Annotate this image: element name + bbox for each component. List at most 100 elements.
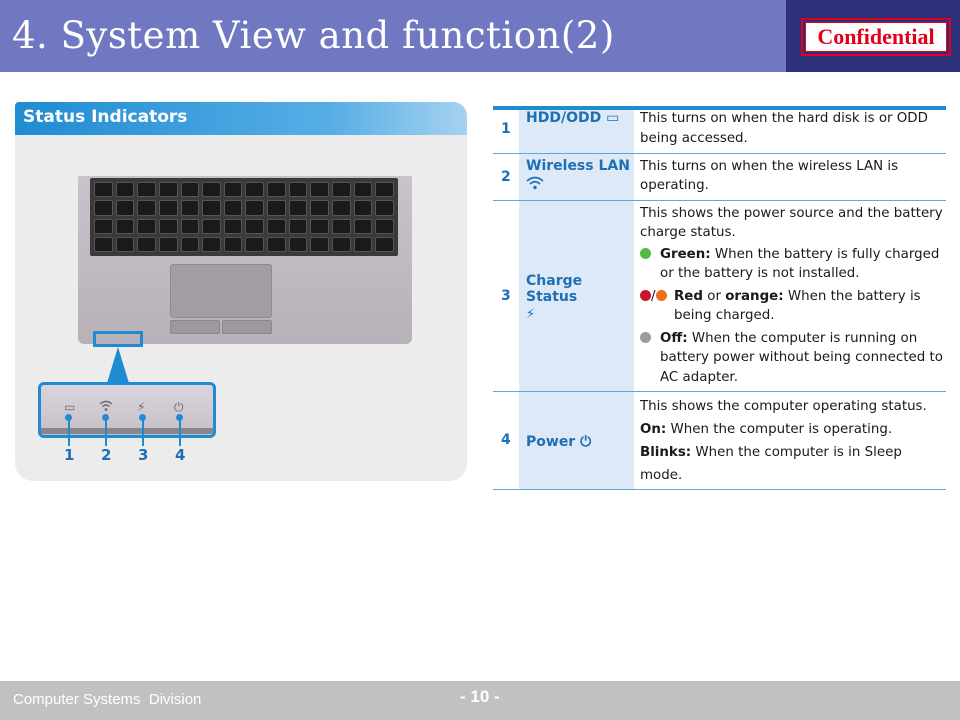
charge-intro: This shows the power source and the batt… — [640, 205, 943, 241]
indicator-highlight-box — [93, 331, 143, 347]
keyboard-key — [375, 200, 394, 216]
leader-dot-1 — [65, 414, 72, 421]
wireless-icon — [526, 176, 630, 194]
keyboard-key — [245, 236, 265, 252]
keyboard-key — [375, 236, 394, 252]
keyboard-key — [137, 218, 156, 234]
keyboard-key — [137, 182, 156, 198]
indicator-zoom-strip — [41, 428, 213, 434]
on-text: When the computer is operating. — [670, 421, 893, 437]
keyboard-key — [202, 218, 221, 234]
keyboard-key — [353, 200, 373, 216]
confidential-label: Confidential — [805, 22, 947, 52]
keyboard-key — [115, 182, 135, 198]
panel-header: Status Indicators — [15, 102, 467, 135]
leader-dot-4 — [176, 414, 183, 421]
bullet-text: When the battery is being charged. — [674, 288, 921, 324]
keyboard-key — [158, 236, 178, 252]
keyboard-key — [180, 200, 200, 216]
row-name: Power ⏻ — [519, 391, 634, 490]
keyboard-key — [137, 200, 156, 216]
row-description: This shows the power source and the batt… — [634, 200, 946, 392]
leader-line-2 — [105, 418, 107, 446]
leader-line-1 — [68, 418, 70, 446]
keyboard-key — [332, 236, 351, 252]
power-intro: This shows the computer operating status… — [640, 398, 927, 414]
keyboard-key — [332, 182, 351, 198]
callout-number-2: 2 — [101, 446, 112, 464]
leader-line-3 — [142, 418, 144, 446]
keyboard-key — [288, 200, 308, 216]
row-number: 2 — [493, 153, 519, 201]
bullet-label: orange: — [725, 288, 784, 304]
keyboard-key — [202, 236, 221, 252]
off-led-icon — [640, 331, 651, 343]
keyboard-key — [288, 236, 308, 252]
list-item: / Red or orange: When the battery is bei… — [640, 287, 944, 326]
touchpad-left-button — [170, 320, 220, 334]
keyboard-key — [375, 182, 394, 198]
red-led-icon — [640, 289, 651, 301]
hdd-icon: ▭ — [606, 110, 620, 126]
keyboard-key — [158, 200, 178, 216]
callout-number-4: 4 — [175, 446, 186, 464]
table-top-rule — [493, 106, 946, 110]
keyboard-key — [267, 200, 286, 216]
bullet-label: Off: — [660, 330, 688, 346]
confidential-stamp: Confidential — [801, 18, 951, 56]
slide-footer: Computer Systems Division - 10 - — [0, 681, 960, 720]
table-row: 3 Charge Status ⚡ This shows the power s… — [493, 200, 946, 392]
keyboard-key — [332, 200, 351, 216]
keyboard-key — [94, 218, 113, 234]
keyboard-key — [180, 218, 200, 234]
keyboard-key — [137, 236, 156, 252]
footer-division: Computer Systems Division — [13, 691, 202, 708]
keyboard-key — [245, 200, 265, 216]
keyboard-key — [115, 200, 135, 216]
touchpad-right-button — [222, 320, 272, 334]
keyboard-key — [202, 182, 221, 198]
charge-icon: ⚡ — [526, 307, 536, 322]
blinks-label: Blinks: — [640, 444, 692, 460]
row-name-label: Wireless LAN — [526, 157, 630, 174]
table-row: 1 HDD/ODD ▭ This turns on when the hard … — [493, 106, 946, 154]
leader-dot-3 — [139, 414, 146, 421]
keyboard-key — [115, 218, 135, 234]
row-name: Wireless LAN — [519, 153, 634, 201]
keyboard-key — [310, 200, 330, 216]
power-icon: ⏻ — [580, 434, 592, 450]
keyboard-key — [245, 218, 265, 234]
bullet-text: When the computer is running on battery … — [660, 330, 943, 385]
keyboard-key — [158, 182, 178, 198]
list-item: Green: When the battery is fully charged… — [640, 245, 944, 284]
row-name: Charge Status ⚡ — [519, 200, 634, 392]
bullet-label: Green: — [660, 246, 711, 262]
charge-icon: ⚡ — [137, 400, 146, 414]
keyboard-key — [223, 182, 243, 198]
table-row: 4 Power ⏻ This shows the computer operat… — [493, 391, 946, 490]
row-number: 1 — [493, 106, 519, 154]
keyboard-key — [180, 182, 200, 198]
keyboard-key — [353, 236, 373, 252]
status-indicator-table: 1 HDD/ODD ▭ This turns on when the hard … — [493, 106, 946, 490]
bullet-label: Red — [674, 288, 703, 304]
keyboard-key — [267, 182, 286, 198]
keyboard-key — [288, 182, 308, 198]
panel-title: Status Indicators — [23, 107, 188, 127]
keyboard-key — [375, 218, 394, 234]
table-row: 2 Wireless LAN This turns on when the wi… — [493, 153, 946, 201]
slide-title: 4. System View and function(2) — [12, 14, 615, 57]
keyboard-key — [202, 200, 221, 216]
row-name-label: Power — [526, 434, 576, 450]
keyboard-key — [94, 200, 113, 216]
keyboard-key — [310, 236, 330, 252]
bullet-text: When the battery is fully charged or the… — [660, 246, 940, 282]
wireless-icon — [99, 400, 113, 415]
keyboard-key — [245, 182, 265, 198]
zoom-pointer — [107, 347, 129, 383]
row-description: This turns on when the wireless LAN is o… — [634, 153, 946, 201]
keyboard-key — [115, 236, 135, 252]
keyboard-key — [353, 218, 373, 234]
blinks-text: When the computer is in Sleep mode. — [640, 444, 902, 483]
orange-led-icon — [655, 289, 667, 301]
